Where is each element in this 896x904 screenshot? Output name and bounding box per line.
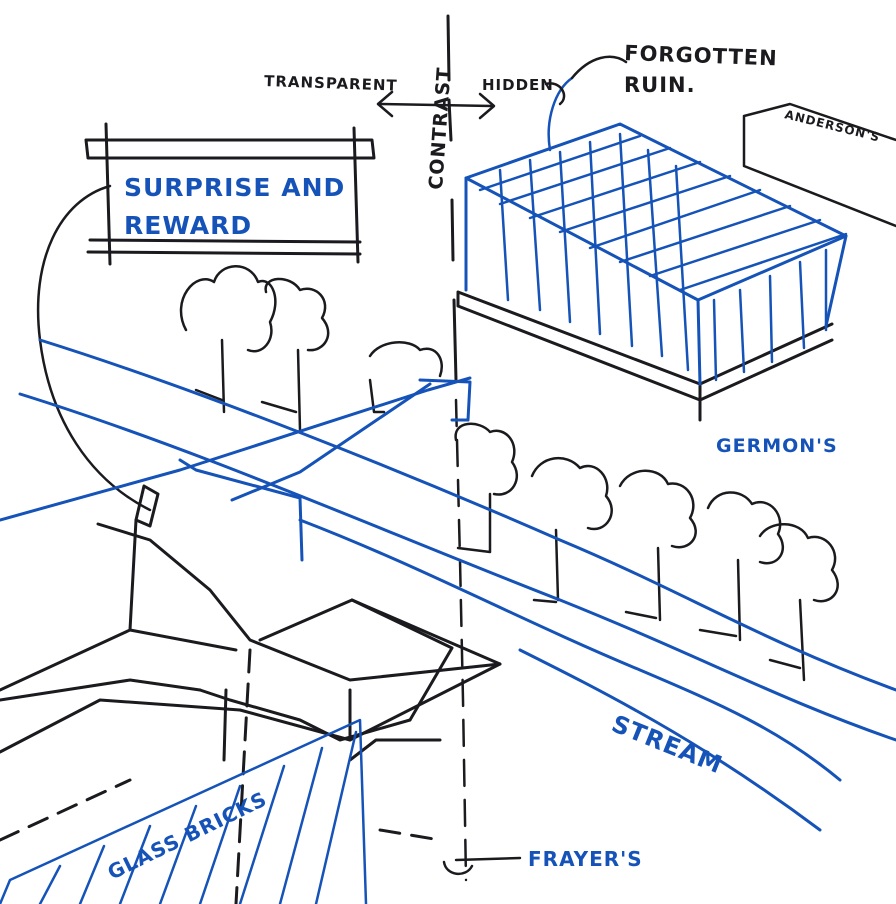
label-germons: GERMON'S bbox=[716, 435, 838, 457]
label-frayers: FRAYER'S bbox=[528, 847, 643, 871]
glass-bricks-wall bbox=[0, 720, 366, 904]
label-stream: STREAM bbox=[608, 710, 727, 780]
pavilion-structure bbox=[0, 486, 500, 904]
label-transparent: TRANSPARENT bbox=[264, 72, 398, 95]
label-surprise-line2: REWARD bbox=[124, 211, 252, 240]
label-forgotten-line2: RUIN. bbox=[624, 73, 696, 97]
forgotten-ruin-building bbox=[458, 78, 846, 420]
stream bbox=[20, 340, 896, 830]
label-hidden: HIDDEN bbox=[482, 76, 554, 94]
trees bbox=[181, 266, 838, 680]
label-surprise-line1: SURPRISE AND bbox=[124, 173, 345, 202]
frayers-pointer bbox=[444, 858, 520, 874]
label-forgotten-line1: FORGOTTEN bbox=[624, 41, 778, 70]
label-contrast: CONTRAST bbox=[425, 66, 456, 190]
label-glass-bricks: GLASS BRICKS bbox=[104, 787, 271, 885]
label-andersons: ANDERSON'S bbox=[783, 107, 881, 144]
